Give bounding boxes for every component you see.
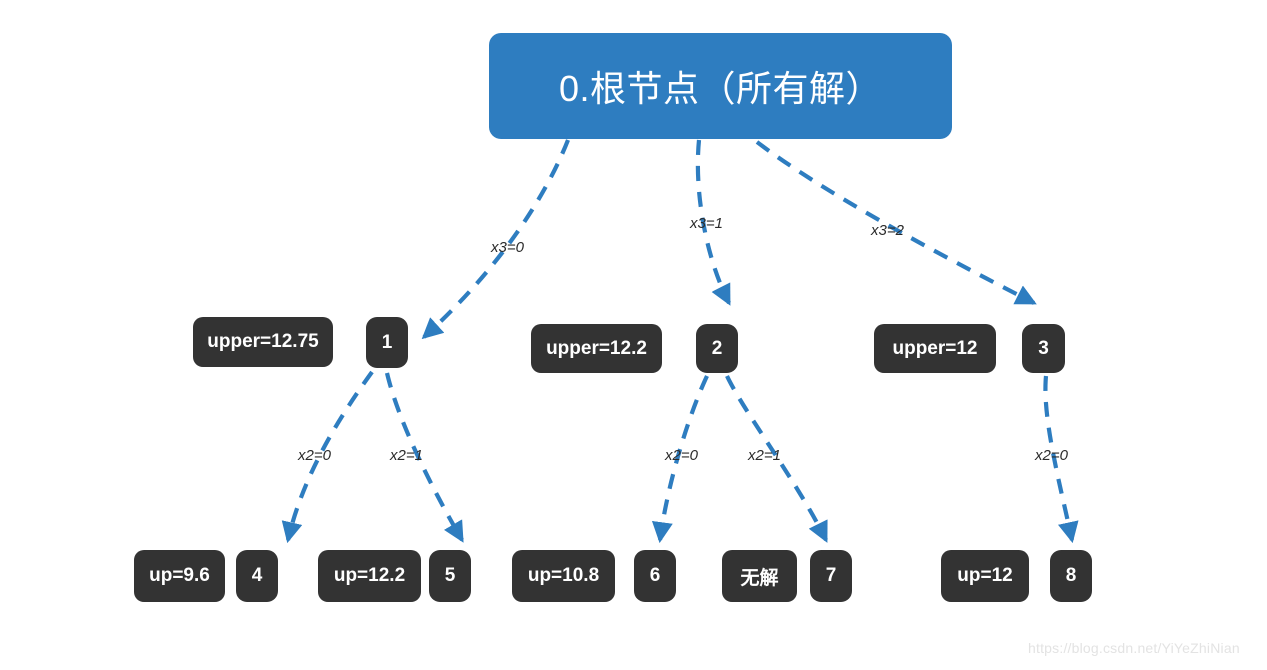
edge-label-root-to-2: x3=1 bbox=[690, 215, 723, 232]
node-root[interactable]: 0.根节点（所有解） bbox=[489, 33, 952, 139]
edge-label-2-to-7: x2=1 bbox=[748, 447, 781, 464]
node-7-info-label: 无解 bbox=[740, 567, 779, 589]
node-6-info[interactable]: up=10.8 bbox=[512, 550, 615, 602]
node-7-index[interactable]: 7 bbox=[810, 550, 852, 602]
node-4-info-label: up=9.6 bbox=[149, 565, 210, 586]
node-6-info-label: up=10.8 bbox=[527, 565, 600, 586]
node-3-index[interactable]: 3 bbox=[1022, 324, 1065, 373]
node-1-index-label: 1 bbox=[381, 331, 393, 353]
node-3-info-label: upper=12 bbox=[892, 337, 978, 359]
node-7-info[interactable]: 无解 bbox=[722, 550, 797, 602]
watermark: https://blog.csdn.net/YiYeZhiNian bbox=[1028, 640, 1240, 656]
edge-label-root-to-3: x3=2 bbox=[871, 222, 904, 239]
node-2-index-label: 2 bbox=[711, 337, 723, 359]
node-4-info[interactable]: up=9.6 bbox=[134, 550, 225, 602]
node-6-index[interactable]: 6 bbox=[634, 550, 676, 602]
node-2-info-label: upper=12.2 bbox=[546, 337, 647, 359]
node-3-index-label: 3 bbox=[1038, 337, 1049, 359]
node-8-index-label: 8 bbox=[1065, 565, 1077, 586]
node-5-info[interactable]: up=12.2 bbox=[318, 550, 421, 602]
node-6-index-label: 6 bbox=[649, 565, 661, 586]
edge-label-1-to-4: x2=0 bbox=[298, 447, 331, 464]
node-3-info[interactable]: upper=12 bbox=[874, 324, 996, 373]
node-5-info-label: up=12.2 bbox=[333, 565, 406, 586]
node-1-index[interactable]: 1 bbox=[366, 317, 408, 368]
node-2-index[interactable]: 2 bbox=[696, 324, 738, 373]
node-7-index-label: 7 bbox=[825, 565, 837, 586]
node-1-info[interactable]: upper=12.75 bbox=[193, 317, 333, 367]
node-2-info[interactable]: upper=12.2 bbox=[531, 324, 662, 373]
node-8-info[interactable]: up=12 bbox=[941, 550, 1029, 602]
node-4-index[interactable]: 4 bbox=[236, 550, 278, 602]
node-1-info-label: upper=12.75 bbox=[207, 331, 319, 352]
node-8-index[interactable]: 8 bbox=[1050, 550, 1092, 602]
edge-label-3-to-8: x2=0 bbox=[1035, 447, 1068, 464]
edge-label-root-to-1: x3=0 bbox=[491, 239, 524, 256]
node-5-index[interactable]: 5 bbox=[429, 550, 471, 602]
node-root-label: 0.根节点（所有解） bbox=[558, 68, 883, 109]
node-5-index-label: 5 bbox=[444, 565, 456, 586]
node-4-index-label: 4 bbox=[251, 565, 263, 586]
edge-label-2-to-6: x2=0 bbox=[665, 447, 698, 464]
node-8-info-label: up=12 bbox=[957, 565, 1013, 586]
edge-label-1-to-5: x2=1 bbox=[390, 447, 423, 464]
